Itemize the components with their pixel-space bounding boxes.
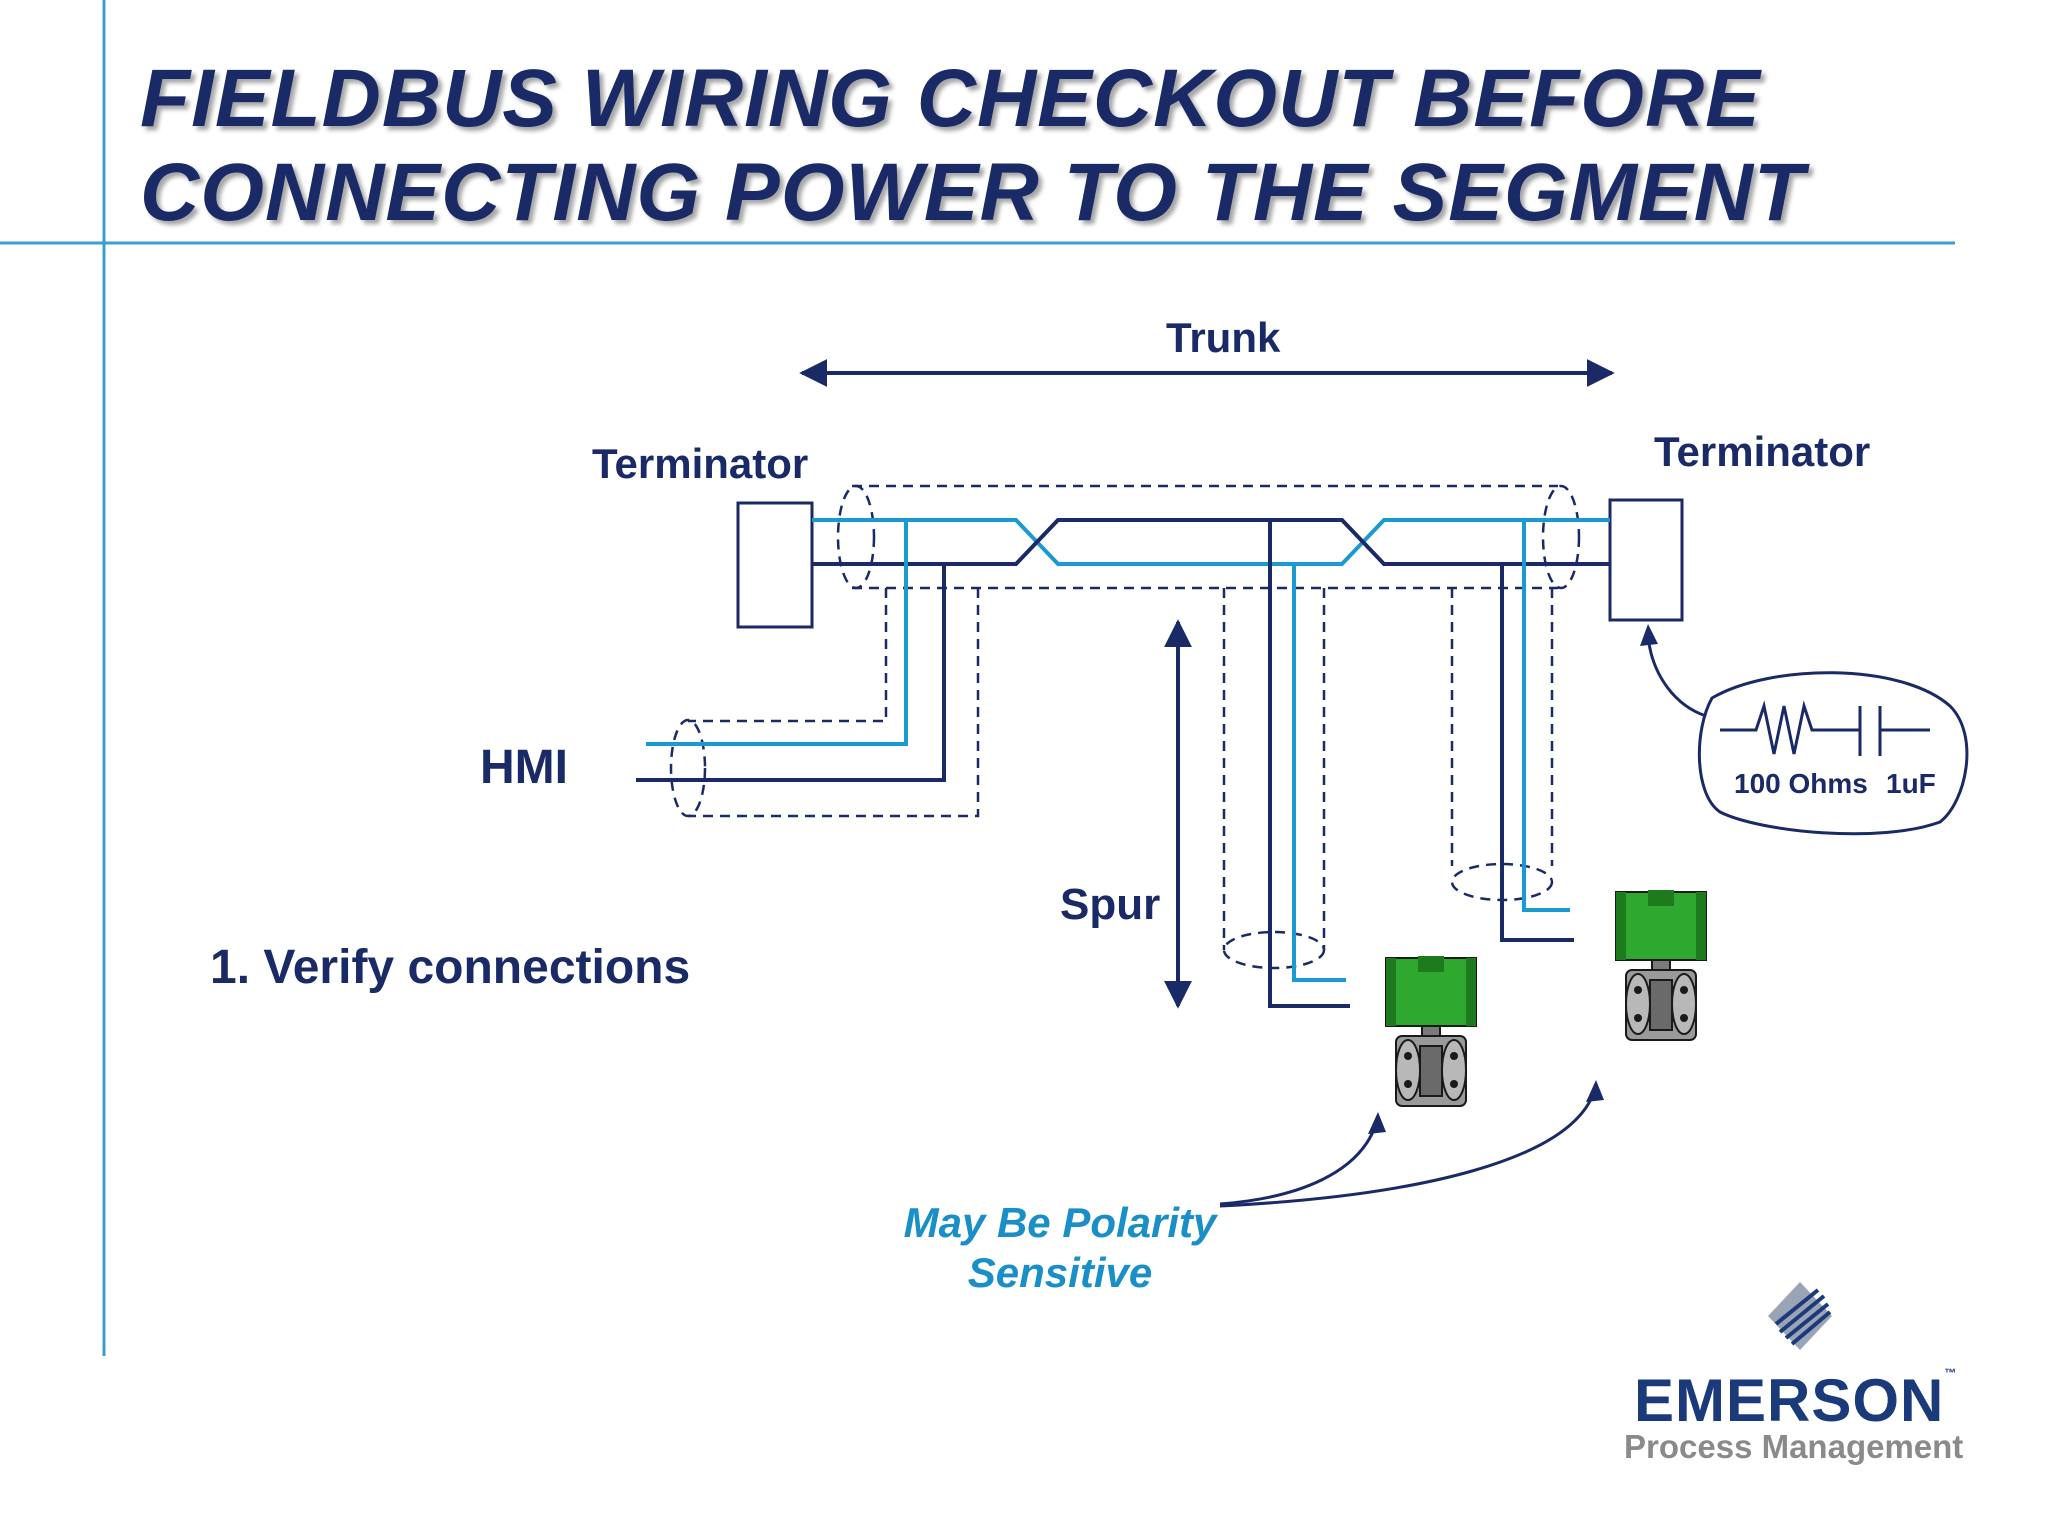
terminator-right-box [1608,498,1684,622]
title-line-1: FIELDBUS WIRING CHECKOUT BEFORE [140,53,1761,144]
trunk-conductors [812,518,1610,566]
polarity-arrowhead-2 [1586,1080,1604,1102]
hmi-conductors [636,520,946,782]
terminator-left-box [736,501,814,629]
hmi-label: HMI [480,741,568,794]
spur-1-conductors [1268,520,1350,1008]
terminator-callout-bubble [1697,671,1969,836]
polarity-callout-arrows [1219,1091,1596,1208]
emerson-tm: ™ [1944,1366,1958,1380]
step-verify-connections: 1. Verify connections [210,941,691,994]
terminator-callout-arrowhead [1640,624,1658,646]
field-device-1-icon [1385,956,1477,1107]
capacitance-value: 1uF [1886,768,1936,799]
terminator-callout-pointer [1646,635,1707,718]
resistance-value: 100 Ohms [1734,768,1868,799]
field-device-2-icon [1615,890,1707,1041]
polarity-line-1: May Be Polarity [903,1199,1217,1246]
emerson-division: Process Management [1624,1428,1964,1465]
resistor-symbol [1720,700,1860,755]
polarity-arrowhead-1 [1368,1112,1386,1134]
polarity-callout: May Be Polarity Sensitive [880,1198,1240,1298]
terminator-right-label: Terminator [1654,428,1871,475]
emerson-wordmark: EMERSON™ [1634,1366,1957,1435]
trunk-label: Trunk [1166,314,1281,361]
emerson-brand: EMERSON [1634,1367,1945,1434]
title-line-2: CONNECTING POWER TO THE SEGMENT [140,147,1805,238]
terminator-left-label: Terminator [592,440,809,487]
capacitor-symbol [1858,706,1930,756]
spur-2-conductors [1500,520,1574,942]
slide-title: FIELDBUS WIRING CHECKOUT BEFORE CONNECTI… [140,52,1805,240]
emerson-logo-mark [1768,1282,1832,1350]
polarity-line-2: Sensitive [967,1249,1153,1296]
spur-label: Spur [1060,880,1161,929]
